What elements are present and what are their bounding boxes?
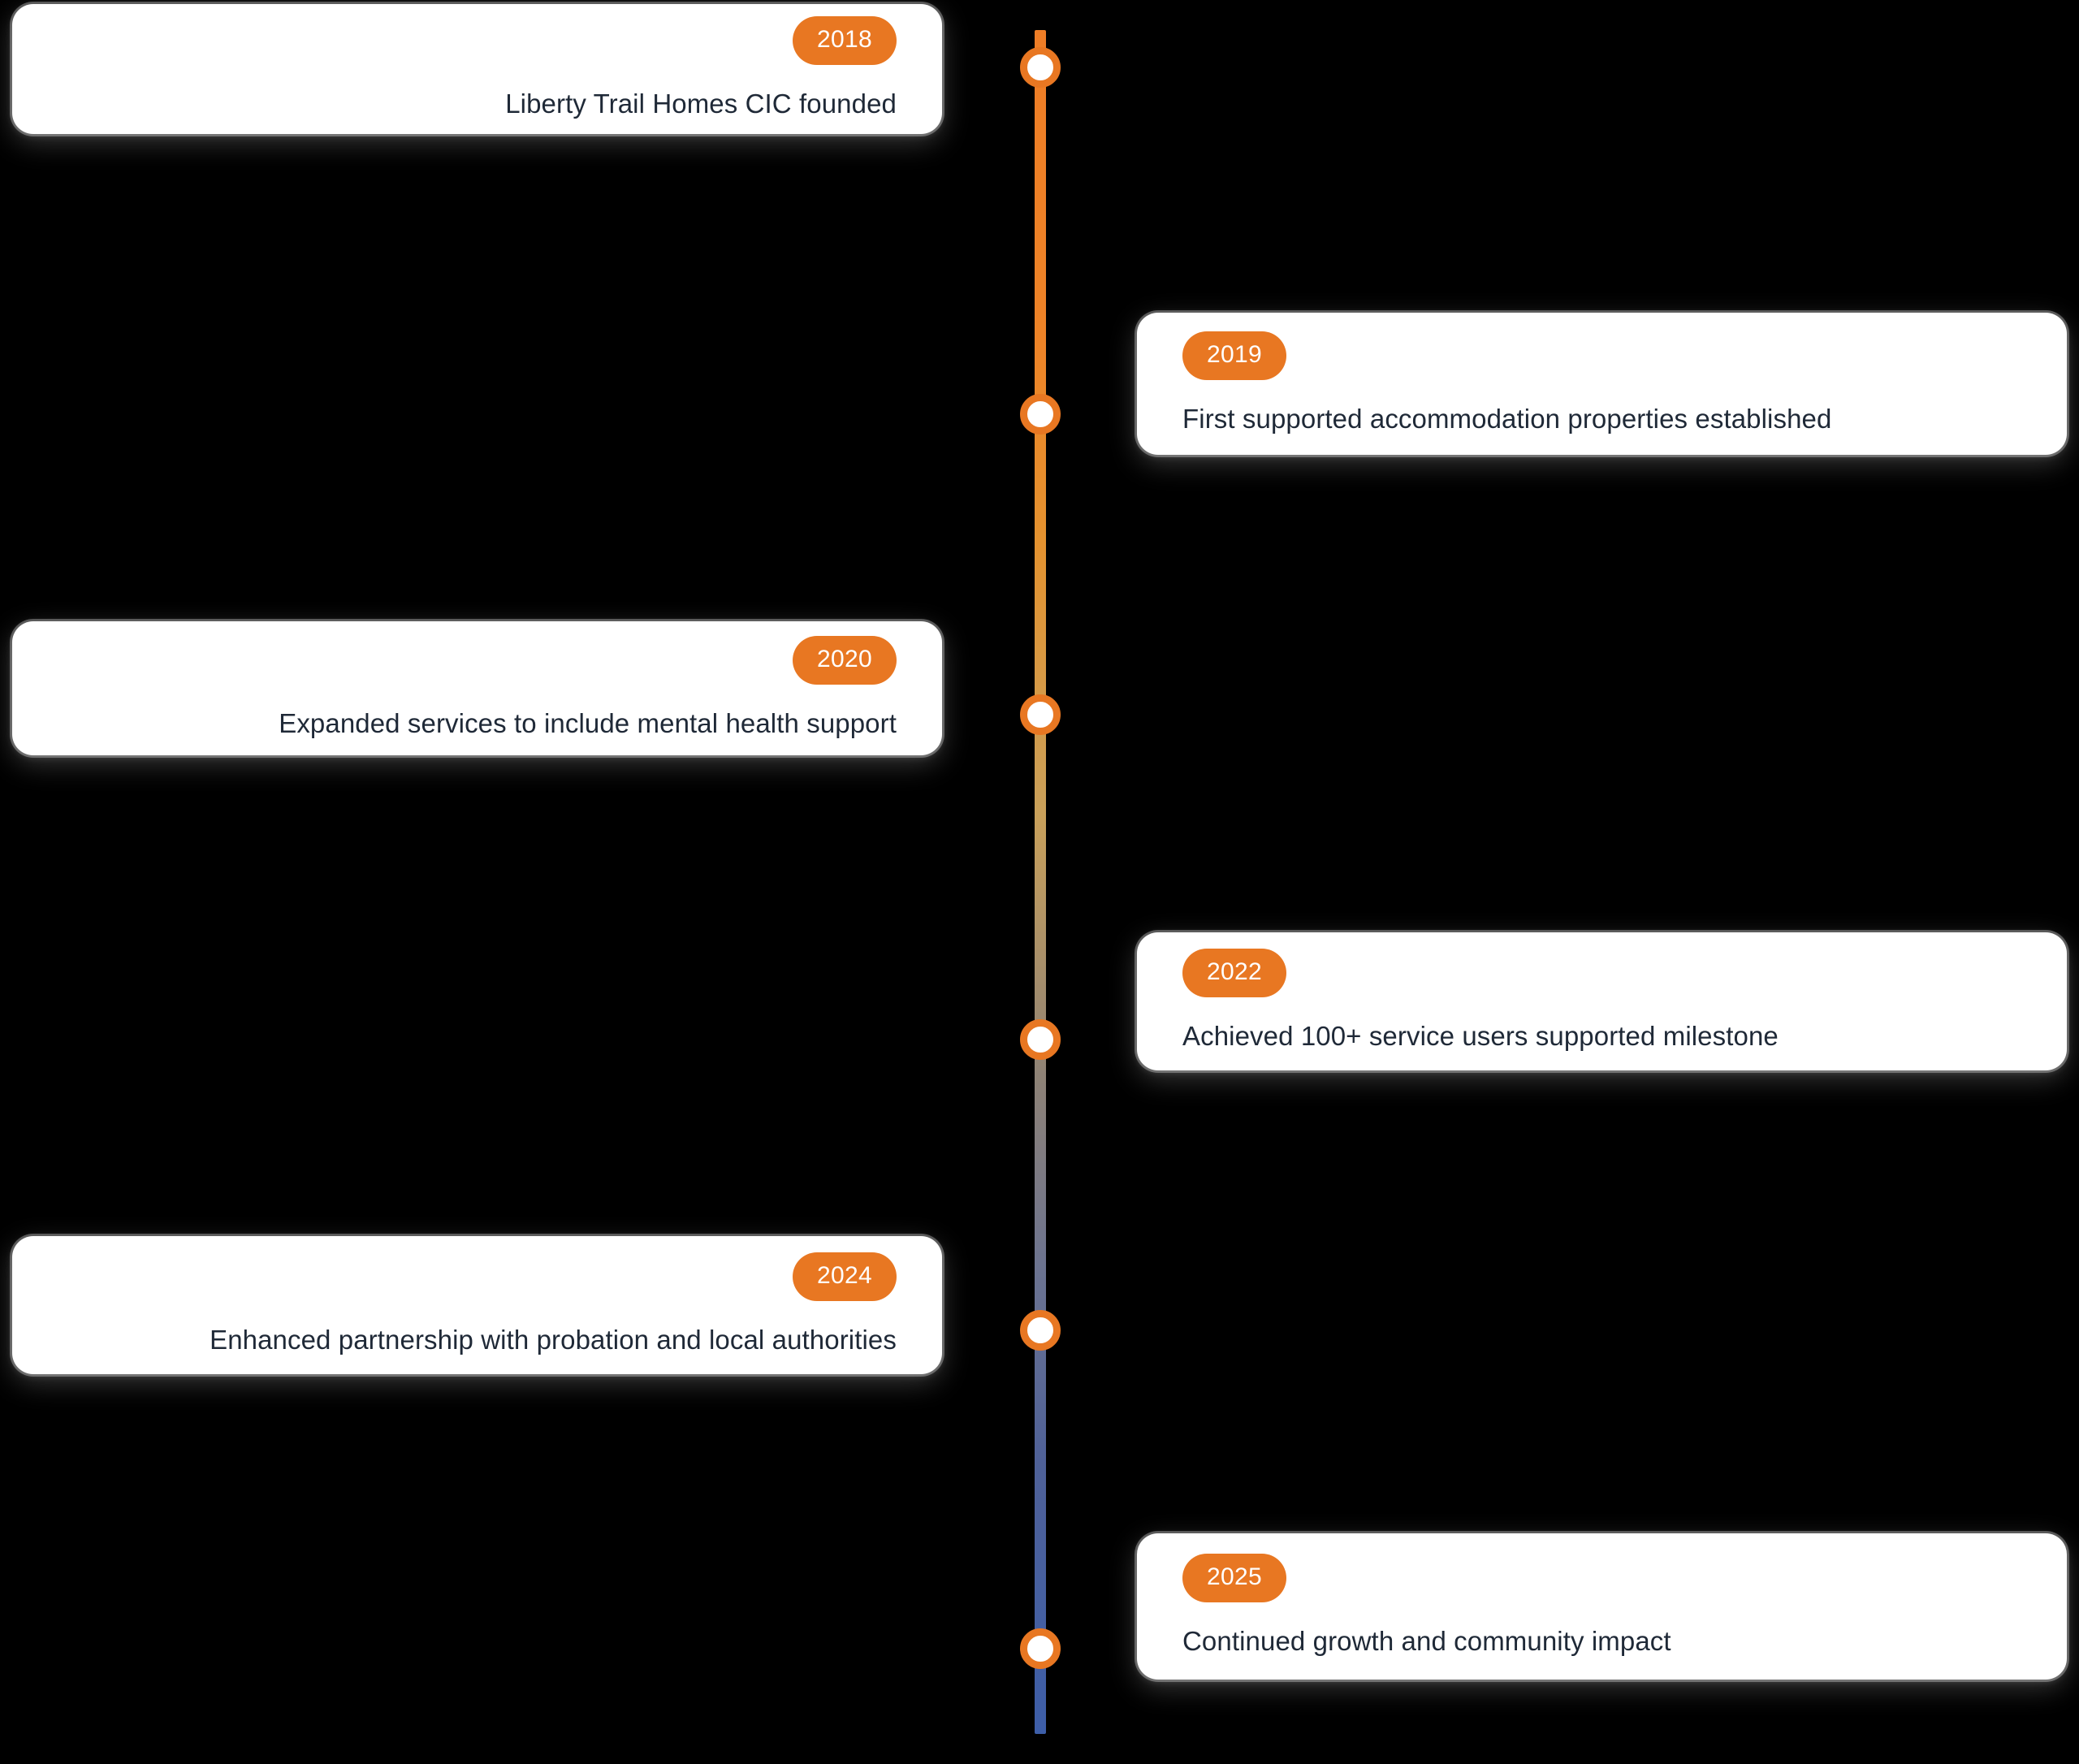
timeline-card-text-2019: First supported accommodation properties…	[1182, 403, 1832, 434]
timeline-dot-2020[interactable]	[1020, 694, 1061, 735]
timeline-card-text-2022: Achieved 100+ service users supported mi…	[1182, 1021, 1779, 1052]
year-badge-2025: 2025	[1182, 1554, 1286, 1603]
timeline-card-2022[interactable]: 2022 Achieved 100+ service users support…	[1137, 932, 2067, 1070]
timeline-card-text-2020: Expanded services to include mental heal…	[279, 707, 897, 738]
year-badge-2019: 2019	[1182, 331, 1286, 380]
timeline-dot-2022[interactable]	[1020, 1019, 1061, 1060]
timeline-dot-2018[interactable]	[1020, 47, 1061, 88]
year-badge-2020: 2020	[793, 635, 897, 685]
timeline-card-2024[interactable]: 2024 Enhanced partnership with probation…	[12, 1236, 942, 1374]
timeline-card-2025[interactable]: 2025 Continued growth and community impa…	[1137, 1533, 2067, 1680]
year-badge-2022: 2022	[1182, 949, 1286, 998]
year-badge-2018: 2018	[793, 16, 897, 66]
timeline-dot-2019[interactable]	[1020, 394, 1061, 435]
year-badge-2024: 2024	[793, 1252, 897, 1302]
timeline-card-2019[interactable]: 2019 First supported accommodation prope…	[1137, 313, 2067, 455]
timeline-dot-2025[interactable]	[1020, 1628, 1061, 1669]
timeline-card-2020[interactable]: 2020 Expanded services to include mental…	[12, 621, 942, 755]
timeline-dot-2024[interactable]	[1020, 1310, 1061, 1351]
timeline-spine	[1035, 30, 1046, 1734]
timeline-card-text-2018: Liberty Trail Homes CIC founded	[505, 89, 897, 119]
timeline-card-text-2025: Continued growth and community impact	[1182, 1626, 1671, 1657]
timeline-card-2018[interactable]: 2018 Liberty Trail Homes CIC founded	[12, 4, 942, 134]
timeline-card-text-2024: Enhanced partnership with probation and …	[210, 1325, 897, 1355]
